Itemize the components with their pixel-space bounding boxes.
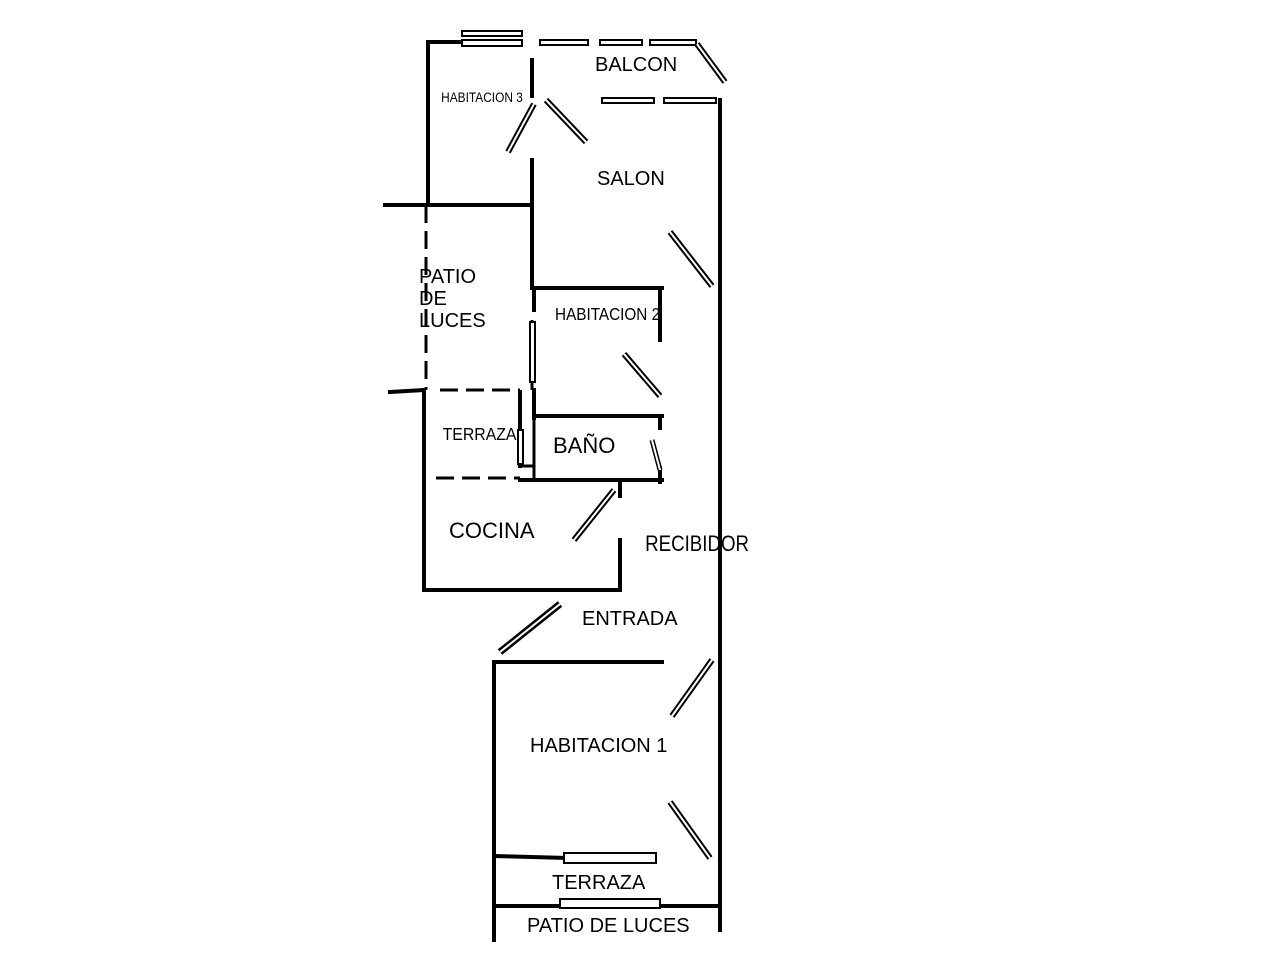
door-hab1-top-inner	[671, 659, 713, 717]
label-terraza-bottom: TERRAZA	[552, 872, 646, 894]
window-balcon-low-2	[663, 97, 717, 104]
label-salon: SALON	[597, 168, 665, 190]
label-patio-bottom: PATIO DE LUCES	[527, 915, 690, 937]
window-balcon-1	[539, 39, 589, 46]
windows	[461, 30, 717, 909]
window-bano-side	[529, 321, 536, 383]
label-terraza-top: TERRAZA	[443, 424, 518, 444]
door-hab3-b-inner	[545, 99, 587, 143]
label-habitacion3: HABITACION 3	[441, 89, 523, 105]
door-entrada-inner	[499, 603, 561, 653]
window-terraza-1	[563, 852, 657, 864]
door-hab3-a-inner	[507, 103, 535, 153]
window-hab3	[461, 30, 523, 37]
window-terraza-side	[517, 429, 524, 465]
window-balcon-low-1	[601, 97, 655, 104]
label-cocina: COCINA	[449, 518, 535, 543]
room-labels: HABITACION 3 BALCON SALON PATIO DE LUCES…	[419, 54, 749, 937]
door-salon-inner	[669, 231, 713, 287]
label-recibidor: RECIBIDOR	[645, 533, 749, 557]
door-bano-inner	[651, 439, 661, 471]
door-balcon-corner-inner	[696, 43, 726, 83]
window-balcon-2	[599, 39, 643, 46]
doors	[497, 42, 728, 860]
door-cocina-inner	[573, 489, 615, 541]
label-patio-top-2: DE	[419, 288, 447, 310]
label-bano: BAÑO	[553, 433, 615, 458]
label-habitacion1: HABITACION 1	[530, 735, 667, 757]
wall-terraza-bottom-top	[491, 853, 569, 861]
door-hab2-inner	[623, 353, 661, 397]
label-balcon: BALCON	[595, 54, 677, 76]
window-balcon-3	[649, 39, 697, 46]
label-habitacion2: HABITACION 2	[555, 304, 660, 324]
label-patio-top-3: LUCES	[419, 310, 486, 332]
window-terraza-2	[559, 898, 661, 909]
label-entrada: ENTRADA	[582, 608, 678, 630]
label-patio-top-1: PATIO	[419, 266, 476, 288]
wall-terraza-stub	[387, 387, 427, 395]
door-hab1-bottom-inner	[669, 801, 711, 859]
window-hab3-b	[461, 39, 523, 47]
